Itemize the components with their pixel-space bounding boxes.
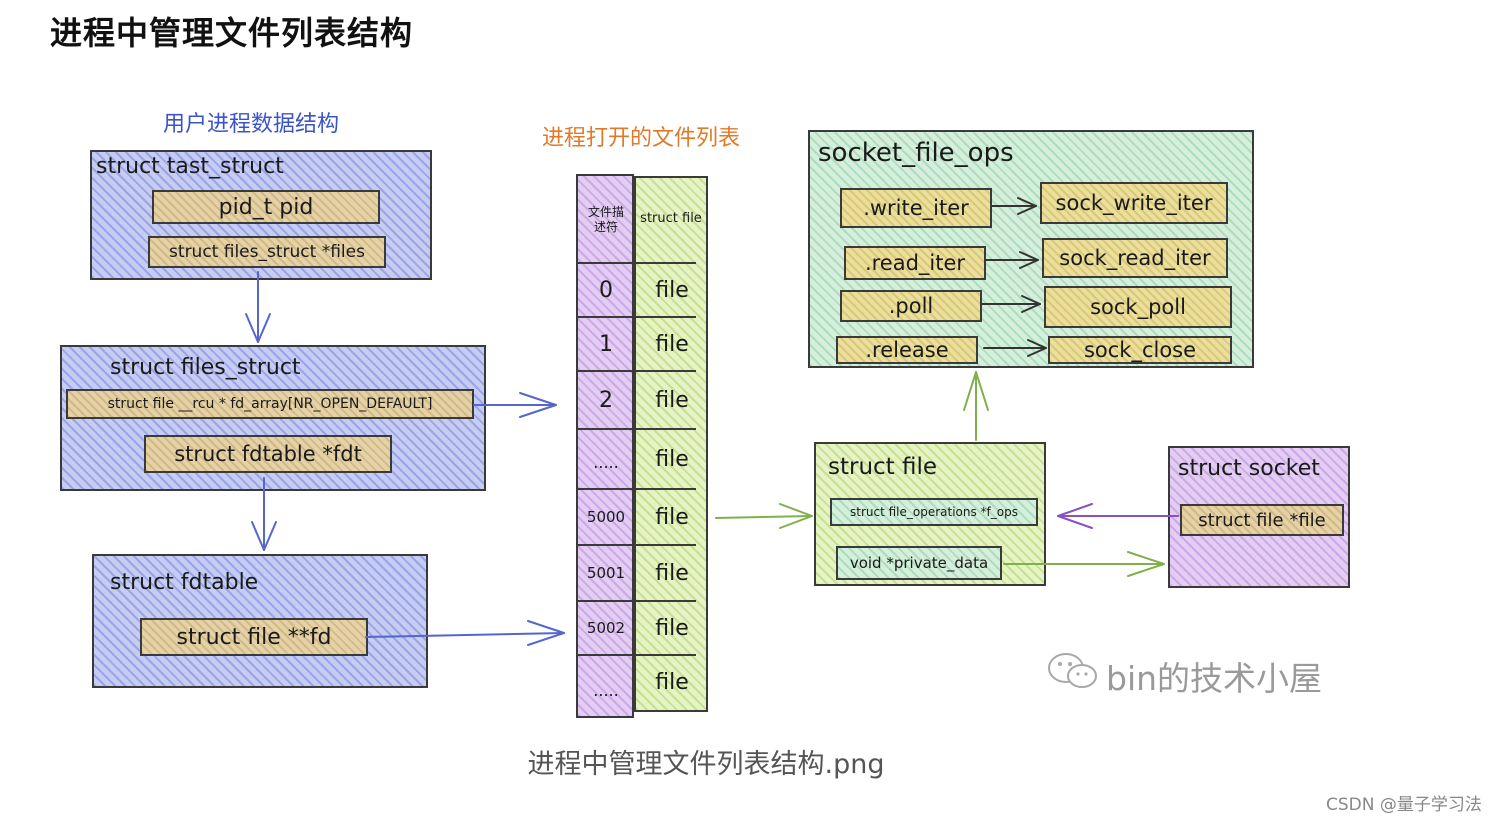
file-column	[634, 176, 708, 712]
arrow-head	[779, 503, 813, 529]
arrow-fd-to-table	[365, 632, 565, 638]
op-release-text: .release	[865, 338, 949, 362]
row-divider	[578, 488, 696, 490]
op-poll-text: .poll	[888, 294, 934, 318]
socket-file-field: struct file *file	[1180, 504, 1344, 536]
impl-sock-write-iter: sock_write_iter	[1040, 182, 1228, 224]
fdtable-label: struct fdtable	[110, 570, 259, 595]
file-column-header: struct file	[634, 204, 708, 232]
file-cell: file	[655, 560, 689, 586]
fd-cell: 5002	[586, 619, 626, 637]
pid-text: pid_t pid	[218, 194, 314, 220]
fd-cell: .....	[593, 680, 619, 700]
arrow-head	[1017, 197, 1037, 215]
row-divider	[578, 316, 696, 318]
files-pointer-text: struct files_struct *files	[169, 242, 365, 262]
impl-sock-poll: sock_poll	[1044, 286, 1232, 328]
file-column-header-text: struct file	[640, 210, 702, 226]
arrow-head	[251, 521, 277, 551]
row-divider	[578, 428, 696, 430]
files-struct-box: struct files_struct struct file __rcu * …	[60, 345, 486, 491]
arrow-head	[245, 313, 271, 343]
arrow-head	[1127, 551, 1165, 577]
arrow-head	[963, 371, 989, 411]
fdtable-box: struct fdtable struct file **fd	[92, 554, 428, 688]
arrow-table-to-struct-file	[715, 515, 813, 519]
row-divider	[578, 262, 696, 264]
files-struct-label: struct files_struct	[110, 355, 301, 380]
socket-file-ops-box: socket_file_ops .write_iter sock_write_i…	[808, 130, 1254, 368]
struct-socket-box: struct socket struct file *file	[1168, 446, 1350, 588]
image-caption: 进程中管理文件列表结构.png	[527, 749, 885, 780]
fd-text: struct file **fd	[176, 624, 332, 650]
arrow-head	[1027, 339, 1047, 357]
task-struct-label: struct tast_struct	[96, 154, 284, 179]
socket-file-text: struct file *file	[1198, 509, 1326, 531]
impl-sock-close-text: sock_close	[1083, 338, 1197, 362]
fd-cell: 0	[599, 277, 613, 303]
op-read-iter: .read_iter	[844, 246, 986, 280]
wechat-icon	[1048, 653, 1097, 688]
impl-sock-read-iter: sock_read_iter	[1042, 238, 1228, 278]
file-cell: file	[655, 331, 689, 357]
fd-column-header: 文件描述符	[578, 196, 634, 244]
file-cell: file	[655, 387, 689, 413]
row-divider	[578, 370, 696, 372]
private-data-field: void *private_data	[836, 546, 1002, 580]
op-poll: .poll	[840, 290, 982, 322]
file-cell: file	[655, 446, 689, 472]
fd-cell: 5001	[586, 564, 626, 582]
files-pointer-field: struct files_struct *files	[148, 236, 386, 268]
socket-file-ops-label: socket_file_ops	[818, 138, 1014, 168]
impl-sock-poll-text: sock_poll	[1090, 295, 1186, 319]
fd-field: struct file **fd	[140, 618, 368, 656]
fd-column-header-text: 文件描述符	[588, 205, 625, 234]
private-data-text: void *private_data	[849, 554, 989, 572]
page-title: 进程中管理文件列表结构	[50, 14, 414, 52]
impl-sock-write-iter-text: sock_write_iter	[1055, 191, 1213, 215]
fd-cell: 2	[599, 387, 613, 413]
f-ops-field: struct file_operations *f_ops	[830, 498, 1038, 526]
fdt-field: struct fdtable *fdt	[144, 435, 392, 473]
arrow-head	[1021, 295, 1041, 313]
arrow-head	[527, 620, 565, 646]
fd-array-text: struct file __rcu * fd_array[NR_OPEN_DEF…	[107, 396, 433, 412]
fd-cell: .....	[593, 452, 619, 472]
pid-field: pid_t pid	[152, 190, 380, 224]
file-cell: file	[655, 277, 689, 303]
fd-cell: 1	[599, 331, 613, 357]
struct-file-box: struct file struct file_operations *f_op…	[814, 442, 1046, 586]
fdt-text: struct fdtable *fdt	[174, 442, 362, 466]
open-files-heading: 进程打开的文件列表	[542, 126, 741, 151]
fd-array-field: struct file __rcu * fd_array[NR_OPEN_DEF…	[66, 389, 474, 419]
impl-sock-read-iter-text: sock_read_iter	[1059, 246, 1211, 270]
row-divider	[578, 600, 696, 602]
f-ops-text: struct file_operations *f_ops	[849, 505, 1018, 519]
op-write-iter-text: .write_iter	[863, 196, 969, 220]
task-struct-box: struct tast_struct pid_t pid struct file…	[90, 150, 432, 280]
struct-file-label: struct file	[828, 454, 938, 480]
fd-column	[576, 174, 634, 718]
op-write-iter: .write_iter	[840, 188, 992, 228]
user-process-heading: 用户进程数据结构	[163, 112, 340, 137]
arrow-head	[519, 392, 557, 418]
row-divider	[578, 654, 696, 656]
file-cell: file	[655, 615, 689, 641]
watermark: bin的技术小屋	[1106, 659, 1323, 698]
arrow-head	[1019, 251, 1039, 269]
file-cell: file	[655, 669, 689, 695]
op-release: .release	[836, 336, 978, 364]
row-divider	[578, 544, 696, 546]
file-cell: file	[655, 504, 689, 530]
fd-cell: 5000	[586, 508, 626, 526]
impl-sock-close: sock_close	[1048, 336, 1232, 364]
arrow-head	[1057, 503, 1093, 529]
op-read-iter-text: .read_iter	[864, 251, 966, 275]
footer-credit: CSDN @量子学习法	[1326, 795, 1482, 815]
struct-socket-label: struct socket	[1178, 456, 1320, 481]
